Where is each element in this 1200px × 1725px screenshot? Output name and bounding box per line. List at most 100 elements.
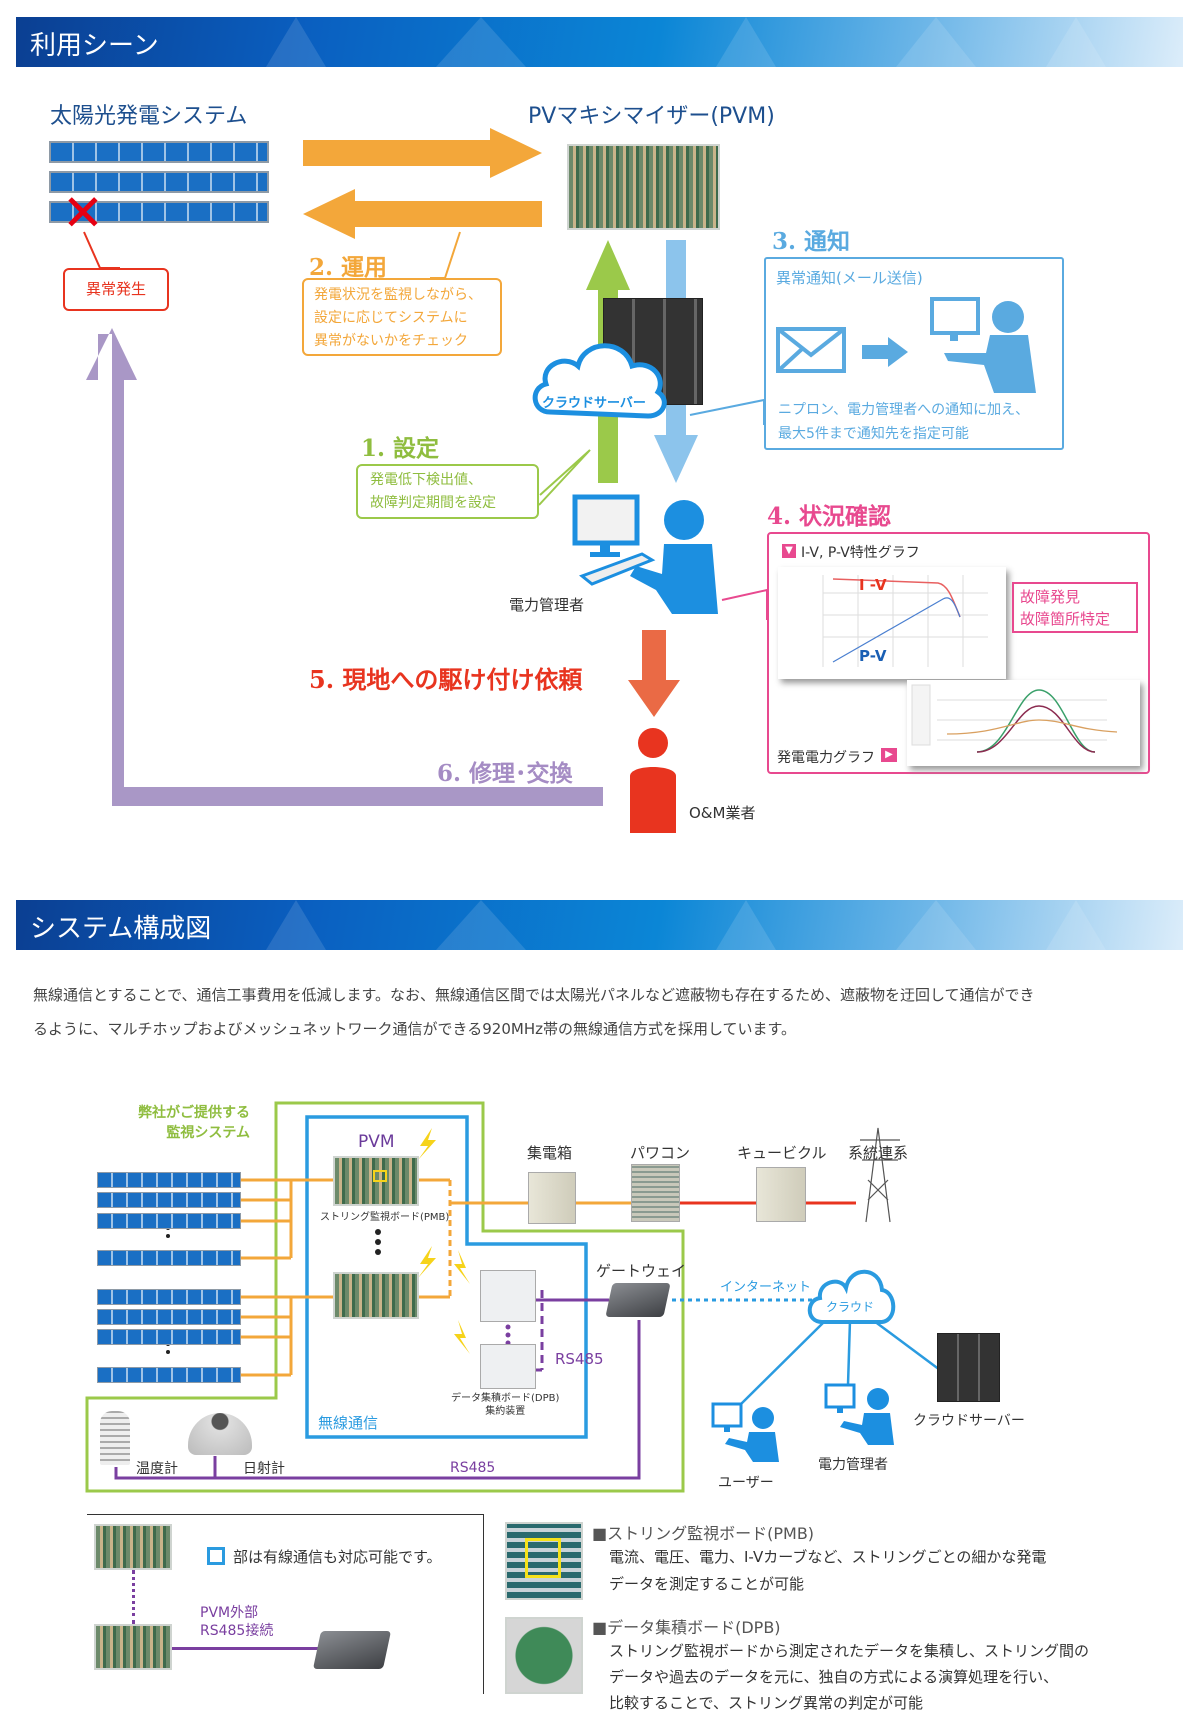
step4-callout: ▼ I-V, P-V特性グラフ I -V P-V 故障発見 故障箇所特定 発電電…	[767, 532, 1150, 774]
iv-curve-label: I -V	[859, 576, 887, 594]
pvm-device-image	[333, 1156, 419, 1206]
pmb-highlight	[525, 1538, 561, 1578]
collector-label: 集電箱	[527, 1144, 573, 1162]
dpb-device-image	[480, 1270, 536, 1322]
thermometer-image	[100, 1411, 130, 1465]
section-title: 利用シーン	[30, 31, 159, 61]
dpb-device-image	[480, 1344, 536, 1389]
cubicle-image	[756, 1167, 806, 1222]
gateway-image	[312, 1631, 392, 1669]
rs485-link	[132, 1570, 135, 1624]
pcs-label: パワコン	[630, 1144, 691, 1162]
power-graph-label: 発電電力グラフ	[777, 750, 875, 766]
pvm-label: PVM	[358, 1132, 395, 1152]
rs485-link	[172, 1647, 322, 1650]
step1-line: 発電低下検出値、	[370, 472, 482, 488]
grid-label: 系統連系	[848, 1144, 909, 1162]
step2-line: 設定に応じてシステムに	[314, 310, 468, 326]
pmb-desc-line: 電流、電圧、電力、I-Vカーブなど、ストリングごとの細かな発電	[609, 1548, 1047, 1566]
anomaly-callout: 異常発生	[63, 268, 169, 311]
arrow-right	[303, 128, 542, 178]
solar-panel	[49, 171, 269, 193]
solar-panel	[49, 201, 269, 223]
arrow-down-red	[628, 630, 680, 717]
internet-label: インターネット	[720, 1280, 812, 1295]
cloud-server-image	[937, 1333, 1000, 1402]
iv-graph-label: I-V, P-V特性グラフ	[801, 545, 920, 561]
step4-callout-tail	[721, 588, 768, 620]
provided-line: 弊社がご提供する	[138, 1105, 250, 1121]
step4-title: 4. 状況確認	[767, 503, 892, 530]
ellipsis-dots	[166, 1226, 381, 1354]
monitoring-system-outline	[85, 1101, 685, 1493]
triangle-down-icon: ▼	[782, 544, 796, 558]
step2-callout: 発電状況を監視しながら、 設定に応じてシステムに 異常がないかをチェック	[302, 278, 502, 356]
step1-callout-tail	[538, 449, 591, 506]
step3-title: 3. 通知	[772, 228, 851, 255]
dpb-desc-line: データや過去のデータを元に、独自の方式による演算処理を行い、	[609, 1668, 1059, 1686]
step2-callout-tail	[430, 231, 461, 279]
legend-divider	[87, 1514, 483, 1515]
pvm-label: PVマキシマイザー(PVM)	[528, 104, 775, 129]
step1-title: 1. 設定	[361, 435, 440, 462]
step2-line: 異常がないかをチェック	[314, 333, 468, 349]
pvm-external-label: PVM外部 RS485接続	[200, 1604, 273, 1640]
power-graph-image	[907, 680, 1140, 766]
solar-system-label: 太陽光発電システム	[50, 104, 248, 129]
manager-icon	[824, 1383, 894, 1445]
section-title: システム構成図	[30, 914, 212, 944]
solar-panel	[97, 1192, 241, 1208]
iv-pv-graph-image	[778, 567, 1006, 679]
provided-line: 監視システム	[166, 1125, 250, 1141]
wireless-signal-icons	[418, 1128, 470, 1354]
rs485-label: RS485	[555, 1350, 604, 1368]
usage-diagram-shapes	[83, 128, 768, 806]
manager-label: 電力管理者	[509, 596, 585, 614]
system-diagram-lines	[85, 1101, 941, 1493]
solar-panel	[97, 1367, 241, 1383]
notify-line: 最大5件まで通知先を指定可能	[778, 426, 969, 442]
step1-callout: 発電低下検出値、 故障判定期間を設定	[356, 464, 539, 519]
arrow-up-purple	[86, 328, 603, 806]
rs485-wiring	[114, 1290, 641, 1480]
solar-panel	[97, 1250, 241, 1266]
dpb-label-line: 集約装置	[485, 1406, 526, 1417]
section-header-usage: 利用シーン	[16, 17, 1183, 67]
pvm-ext-line: PVM外部	[200, 1605, 259, 1621]
dpb-photo	[505, 1617, 583, 1694]
om-worker-icon	[630, 728, 676, 833]
step2-title: 2. 運用	[309, 254, 388, 281]
rs485-bottom-label: RS485	[450, 1460, 496, 1476]
section-header-system: システム構成図	[16, 900, 1183, 950]
anomaly-label: 異常発生	[85, 280, 146, 298]
provided-system-label: 弊社がご提供する監視システム	[128, 1102, 250, 1142]
user-icon	[711, 1402, 779, 1462]
cloud-label: クラウド	[826, 1300, 875, 1314]
pv-curve-label: P-V	[859, 647, 887, 665]
pmb-highlight	[373, 1170, 387, 1182]
om-label: O&M業者	[689, 804, 756, 822]
pvm-device-image	[94, 1524, 172, 1570]
person-at-computer-icon	[930, 297, 1036, 393]
manager-at-computer-icon	[572, 494, 718, 614]
transmission-tower-icon	[860, 1127, 900, 1223]
cloud-icon	[532, 343, 667, 419]
cloud-server-label: クラウドサーバー	[542, 396, 646, 411]
solar-panel	[97, 1213, 241, 1229]
description-line: るように、マルチホップおよびメッシュネットワーク通信ができる920MHz帯の無線…	[33, 1020, 797, 1038]
pmb-desc-line: データを測定することが可能	[609, 1575, 805, 1593]
pvm-device-image	[567, 144, 720, 230]
step2-line: 発電状況を監視しながら、	[314, 287, 482, 303]
pmb-label: ストリング監視ボード(PMB)	[320, 1212, 450, 1223]
pmb-title: ■ストリング監視ボード(PMB)	[592, 1524, 815, 1543]
solar-panel	[97, 1172, 241, 1188]
step6-title: 6. 修理･交換	[437, 760, 573, 787]
pyranometer-label: 日射計	[243, 1461, 285, 1477]
arrow-right-icon	[862, 337, 908, 367]
user-label: ユーザー	[718, 1475, 774, 1491]
dpb-title: ■データ集積ボード(DPB)	[592, 1618, 781, 1637]
pvm-device-image	[94, 1624, 172, 1670]
pvm-ext-line: RS485接続	[200, 1623, 274, 1639]
arrow-left	[303, 189, 542, 239]
gateway-image	[605, 1283, 671, 1317]
